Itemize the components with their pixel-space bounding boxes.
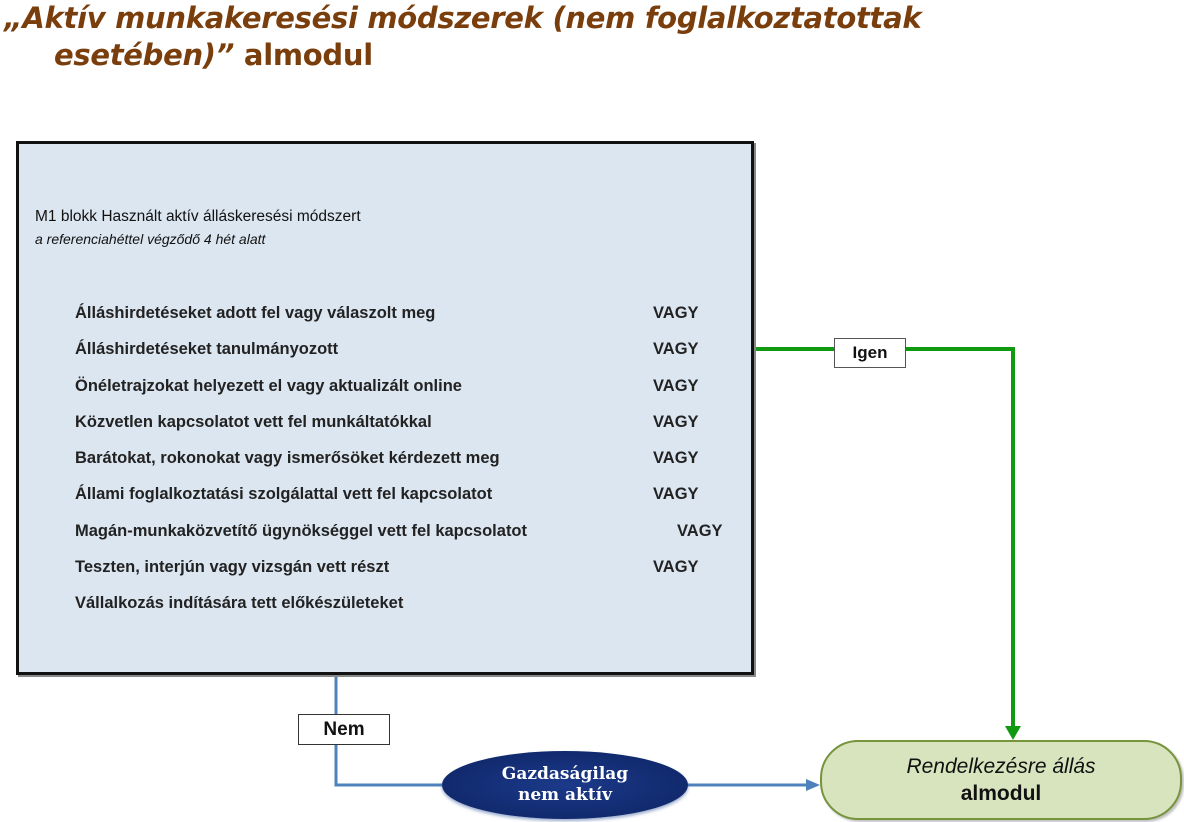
or-connector: VAGY: [653, 558, 699, 577]
m1-block-box: M1 blokk Használt aktív álláskeresési mó…: [16, 141, 754, 675]
method-item: Önéletrajzokat helyezett el vagy aktuali…: [75, 375, 755, 411]
method-item: Magán-munkaközvetítő ügynökséggel vett f…: [75, 520, 755, 556]
method-item: Közvetlen kapcsolatot vett fel munkáltat…: [75, 411, 755, 447]
method-item: Álláshirdetéseket tanulmányozott VAGY: [75, 338, 755, 374]
method-label: Önéletrajzokat helyezett el vagy aktuali…: [75, 376, 462, 395]
or-connector: VAGY: [653, 485, 699, 504]
or-connector: VAGY: [653, 412, 699, 431]
no-arrowhead: [806, 779, 820, 791]
method-label: Magán-munkaközvetítő ügynökséggel vett f…: [75, 521, 528, 540]
inactive-line-2: nem aktív: [517, 785, 613, 805]
page-title: „Aktív munkakeresési módszerek (nem fogl…: [4, 0, 1104, 74]
method-label: Álláshirdetéseket adott fel vagy válaszo…: [75, 304, 436, 322]
method-label: Állami foglalkoztatási szolgálattal vett…: [75, 485, 493, 504]
yes-arrowhead: [1005, 726, 1021, 740]
or-connector: VAGY: [677, 521, 723, 540]
title-line-2-italic: esetében)”: [54, 38, 235, 72]
method-label: Vállalkozás indítására tett előkészülete…: [75, 594, 404, 613]
no-label: Nem: [298, 714, 390, 745]
or-connector: VAGY: [653, 449, 699, 468]
method-list: Álláshirdetéseket adott fel vagy válaszo…: [75, 302, 755, 629]
method-item: Teszten, interjún vagy vizsgán vett rész…: [75, 556, 755, 592]
availability-line-2: almodul: [960, 782, 1042, 805]
block-subheading: a referenciahéttel végződő 4 hét alatt: [35, 231, 266, 247]
inactive-line-1: Gazdaságilag: [501, 764, 629, 784]
or-connector: VAGY: [653, 304, 699, 322]
title-line-1: „Aktív munkakeresési módszerek (nem fogl…: [4, 1, 922, 35]
or-connector: VAGY: [653, 340, 699, 359]
yes-label: Igen: [834, 338, 906, 368]
method-label: Barátokat, rokonokat vagy ismerősöket ké…: [75, 449, 500, 468]
method-label: Teszten, interjún vagy vizsgán vett rész…: [75, 558, 390, 577]
economically-inactive-node: Gazdaságilag nem aktív: [442, 751, 688, 819]
method-item: Állami foglalkoztatási szolgálattal vett…: [75, 483, 755, 519]
or-connector: VAGY: [653, 376, 699, 395]
availability-line-1: Rendelkezésre állás: [906, 755, 1096, 778]
yes-connector: [754, 347, 1015, 730]
title-line-2: esetében)” almodul: [4, 37, 1104, 74]
block-header: M1 blokk Használt aktív álláskeresési mó…: [35, 205, 361, 251]
title-line-2-rest: almodul: [234, 38, 373, 72]
method-item: Vállalkozás indítására tett előkészülete…: [75, 592, 755, 628]
availability-module-node: Rendelkezésre állás almodul: [820, 740, 1182, 820]
method-label: Álláshirdetéseket tanulmányozott: [75, 340, 339, 359]
block-heading: M1 blokk Használt aktív álláskeresési mó…: [35, 208, 361, 225]
method-item: Barátokat, rokonokat vagy ismerősöket ké…: [75, 447, 755, 483]
no-connector: [334, 674, 442, 787]
method-label: Közvetlen kapcsolatot vett fel munkáltat…: [75, 412, 432, 431]
method-item: Álláshirdetéseket adott fel vagy válaszo…: [75, 302, 755, 338]
